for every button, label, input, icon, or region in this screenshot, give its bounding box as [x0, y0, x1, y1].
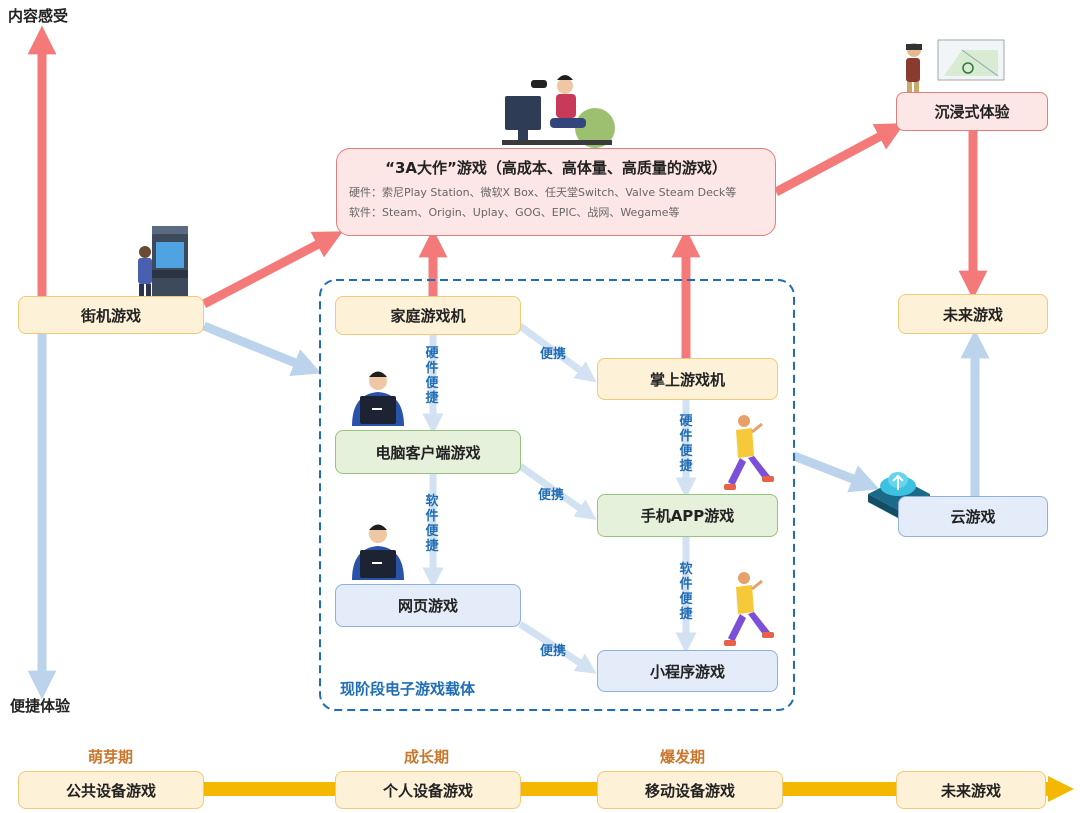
timeline-arrowhead	[1048, 776, 1074, 802]
aaa-game-node: “3A大作”游戏（高成本、高体量、高质量的游戏） 硬件：索尼Play Stati…	[336, 148, 776, 236]
arrow-arcade-to-region	[202, 321, 322, 376]
convenience-experience-label: 便捷体验	[10, 697, 71, 715]
arrow-pc-to-app	[517, 463, 597, 521]
timeline-item-mobile: 移动设备游戏	[597, 771, 783, 809]
arrow-region-to-cloud	[792, 451, 880, 493]
arcade-game-node: 街机游戏	[18, 296, 204, 334]
walking-person-icon	[724, 572, 774, 646]
timeline-item-personal: 个人设备游戏	[335, 771, 521, 809]
edge-label-portable: 便携	[540, 347, 567, 362]
immersive-experience-node: 沉浸式体验	[896, 92, 1048, 131]
web-game-node: 网页游戏	[335, 584, 521, 627]
stage-label-explosion: 爆发期	[660, 748, 706, 766]
edge-label-hardware-convenient: 硬件便捷	[679, 414, 693, 474]
stage-label-sprout: 萌芽期	[88, 748, 134, 766]
region-title: 现阶段电子游戏载体	[340, 680, 476, 698]
current-carriers-region	[319, 279, 795, 711]
aaa-software-line: 软件：Steam、Origin、Uplay、GOG、EPIC、战网、Wegame…	[349, 206, 680, 219]
laptop-user-icon	[352, 524, 404, 580]
mini-program-game-node: 小程序游戏	[597, 650, 778, 692]
mobile-app-game-node: 手机APP游戏	[597, 494, 778, 537]
pc-client-game-node: 电脑客户端游戏	[335, 430, 521, 474]
arrow-console-to-handheld	[517, 323, 597, 383]
edge-label-portable: 便携	[540, 644, 567, 659]
laptop-user-icon	[352, 371, 404, 426]
arrow-aaa-to-immersive	[773, 123, 905, 196]
arrow-web-to-mini	[518, 621, 597, 674]
arrow-arcade-to-aaa	[201, 231, 343, 308]
cloud-game-node: 云游戏	[898, 496, 1048, 537]
edge-label-software-convenient: 软件便捷	[425, 494, 439, 554]
stage-label-growth: 成长期	[404, 748, 450, 766]
future-game-node: 未来游戏	[898, 294, 1048, 334]
timeline-item-public: 公共设备游戏	[18, 771, 204, 809]
edge-label-portable: 便携	[538, 488, 565, 503]
walking-person-icon	[724, 415, 774, 490]
edge-label-hardware-convenient: 硬件便捷	[425, 346, 439, 406]
gamer-icon	[502, 75, 615, 148]
edge-label-software-convenient: 软件便捷	[679, 562, 693, 622]
content-experience-label: 内容感受	[8, 7, 69, 25]
handheld-console-node: 掌上游戏机	[597, 358, 778, 400]
timeline-item-future: 未来游戏	[896, 771, 1046, 809]
home-console-node: 家庭游戏机	[335, 296, 521, 335]
aaa-game-title: “3A大作”游戏（高成本、高体量、高质量的游戏）	[385, 159, 727, 177]
vr-user-icon	[906, 39, 1005, 104]
aaa-hardware-line: 硬件：索尼Play Station、微软X Box、任天堂Switch、Valv…	[349, 186, 737, 199]
